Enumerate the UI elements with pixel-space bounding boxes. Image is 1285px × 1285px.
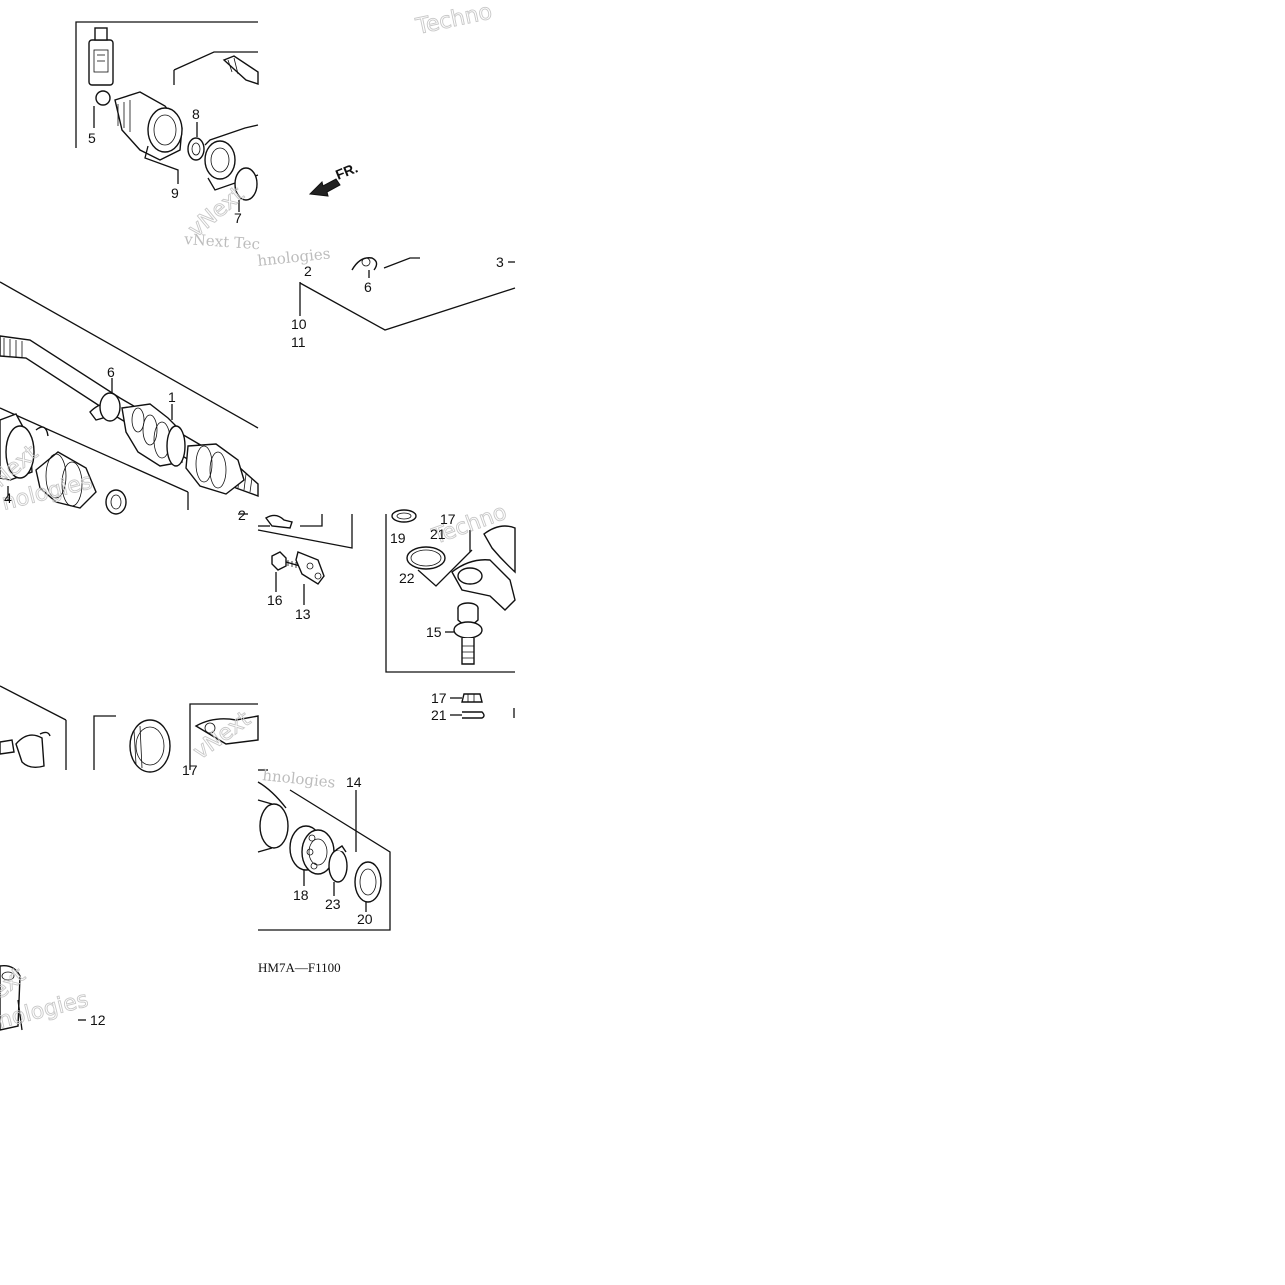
callout-6: 6 [364,279,372,295]
callouts: 5 8 9 7 2 6 3 10 11 6 1 4 2 19 17 21 22 … [4,106,504,1028]
tile-lower-left [0,685,259,773]
tile-direction [299,178,516,331]
callout-3: 3 [496,254,504,270]
tile-drive-shaft [0,281,259,515]
callout-17: 17 [440,511,456,527]
callout-18: 18 [293,887,309,903]
callout-8: 8 [192,106,200,122]
inner-joint-housing [114,91,183,161]
callout-4: 4 [4,490,12,506]
svg-text:hnologies: hnologies [257,244,332,270]
callout-17c: 17 [182,762,198,778]
callout-10: 10 [291,316,307,332]
front-arrow-icon [308,178,341,197]
bearing [289,825,335,875]
watermarks: Techno vNext Tec vNext hnologies nologie… [0,0,511,1034]
callout-15: 15 [426,624,442,640]
callout-21b: 21 [431,707,447,723]
callout-2b: 2 [238,507,246,523]
callout-5: 5 [88,130,96,146]
callout-6b: 6 [107,364,115,380]
callout-16: 16 [267,592,283,608]
callout-12: 12 [90,1012,106,1028]
svg-text:vNext Tec: vNext Tec [183,230,261,253]
callout-9: 9 [171,185,179,201]
callout-14: 14 [346,774,362,790]
knuckle [451,525,516,611]
grease-bottle-icon [88,27,114,86]
callout-11: 11 [291,334,306,350]
diagram-code: HM7A—F1100 [258,960,341,975]
callout-21: 21 [430,526,446,542]
callout-13: 13 [295,606,311,622]
boot [121,403,186,467]
tile-inner-joint [75,21,259,212]
callout-23: 23 [325,896,341,912]
callout-17b: 17 [431,690,447,706]
ball-joint [453,602,483,665]
callout-19: 19 [390,530,406,546]
clip-icon [351,257,378,271]
svg-text:Techno: Techno [413,0,494,40]
callout-1: 1 [168,389,176,405]
tile-bolt-plate [257,514,353,605]
callout-2: 2 [304,263,312,279]
front-direction-label: FR. [333,159,360,182]
callout-20: 20 [357,911,373,927]
tile-knuckle [385,509,516,719]
svg-text:hnologies: hnologies [262,766,337,792]
callout-22: 22 [399,570,415,586]
tile-bearing [257,769,391,931]
tile-bottom-left [0,965,86,1031]
callout-7: 7 [234,210,242,226]
